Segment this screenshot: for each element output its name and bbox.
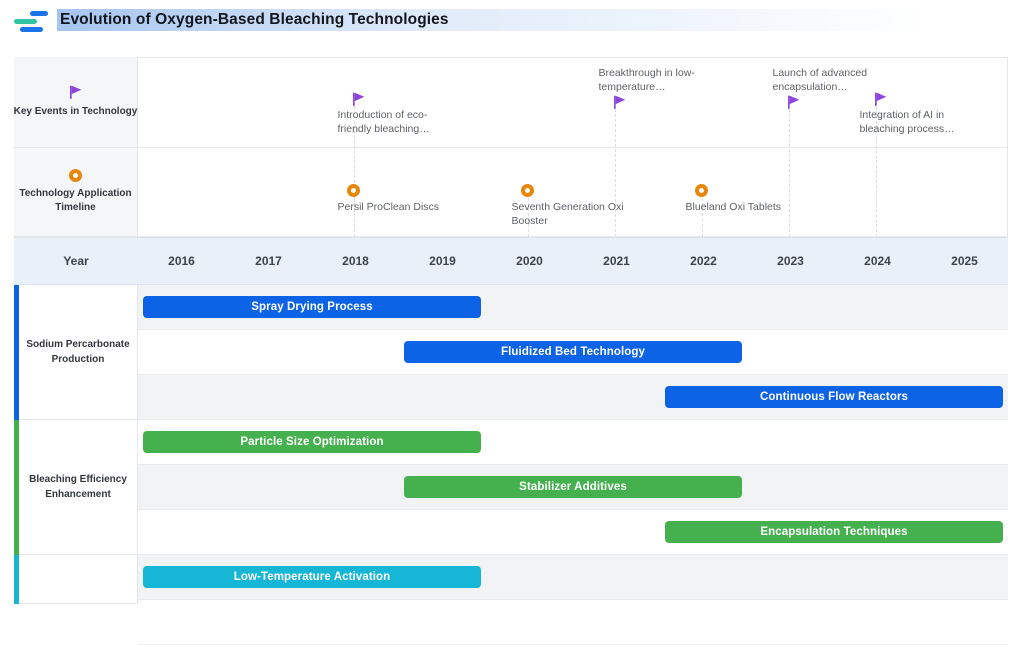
- product-ring-icon[interactable]: [695, 184, 708, 197]
- task-bar[interactable]: Encapsulation Techniques: [665, 521, 1003, 543]
- row-header-key-events: Key Events in Technology: [14, 57, 138, 148]
- milestone-label: Breakthrough in low-temperature…: [599, 66, 715, 94]
- year-tick-label: 2020: [486, 254, 573, 268]
- event-flag-icon[interactable]: [613, 95, 627, 110]
- gantt-page: Evolution of Oxygen-Based Bleaching Tech…: [0, 0, 1024, 604]
- product-ring-icon[interactable]: [521, 184, 534, 197]
- year-tick-label: 2016: [138, 254, 225, 268]
- row-header-label: Technology Application Timeline: [9, 187, 143, 216]
- task-bar[interactable]: Particle Size Optimization: [143, 431, 481, 453]
- product-ring-icon[interactable]: [347, 184, 360, 197]
- section-header-cell: Sodium Percarbonate Production: [19, 285, 138, 420]
- milestone-label: Seventh Generation Oxi Booster: [512, 200, 628, 228]
- event-flag-icon[interactable]: [787, 95, 801, 110]
- section-header-cell: Bleaching Efficiency Enhancement: [19, 420, 138, 555]
- table-top-border: [14, 57, 1008, 58]
- event-flag-icon[interactable]: [874, 92, 888, 107]
- task-bar[interactable]: Continuous Flow Reactors: [665, 386, 1003, 408]
- year-tick-label: 2024: [834, 254, 921, 268]
- milestone-label: Introduction of eco-friendly bleaching…: [338, 108, 454, 136]
- flag-icon: [69, 85, 83, 100]
- year-tick-label: 2023: [747, 254, 834, 268]
- row-header-label: Key Events in Technology: [9, 105, 143, 120]
- milestone-label: Blueland Oxi Tablets: [686, 200, 802, 214]
- year-tick-label: 2019: [399, 254, 486, 268]
- milestone-row-divider: [14, 147, 1008, 148]
- year-tick-label: 2022: [660, 254, 747, 268]
- ring-icon: [69, 169, 82, 182]
- milestone-label: Launch of advanced encapsulation…: [773, 66, 889, 94]
- task-bar[interactable]: Fluidized Bed Technology: [404, 341, 742, 363]
- task-row-stripe: [138, 600, 1008, 645]
- section-label: Sodium Percarbonate Production: [11, 337, 145, 367]
- year-tick-label: 2021: [573, 254, 660, 268]
- row-header-app-timeline: Technology Application Timeline: [14, 148, 138, 237]
- year-tick-label: 2025: [921, 254, 1008, 268]
- event-flag-icon[interactable]: [352, 92, 366, 107]
- milestone-label: Persil ProClean Discs: [338, 200, 454, 214]
- section-label: Bleaching Efficiency Enhancement: [11, 472, 145, 502]
- gantt-chart: Key Events in TechnologyIntroduction of …: [0, 0, 1024, 604]
- task-bar[interactable]: Spray Drying Process: [143, 296, 481, 318]
- milestone-connector-line: [789, 109, 790, 237]
- year-axis-title: Year: [14, 254, 138, 268]
- task-bar[interactable]: Low-Temperature Activation: [143, 566, 481, 588]
- task-bar[interactable]: Stabilizer Additives: [404, 476, 742, 498]
- section-header-cell: [19, 555, 138, 604]
- year-tick-label: 2018: [312, 254, 399, 268]
- year-tick-label: 2017: [225, 254, 312, 268]
- milestone-label: Integration of AI in bleaching process…: [860, 108, 976, 136]
